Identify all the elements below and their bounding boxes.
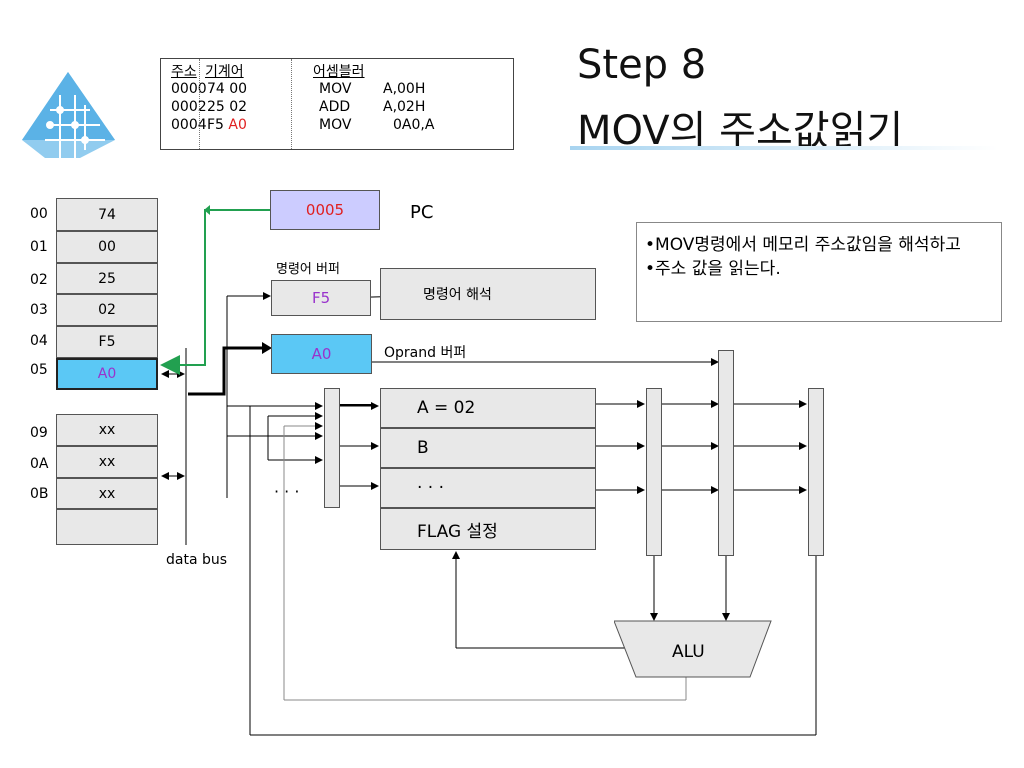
row-code: 74 00 (207, 81, 248, 97)
row-code: 25 02 (207, 99, 248, 115)
description-note: •MOV명령에서 메모리 주소값임을 해석하고 •주소 값을 읽는다. (636, 222, 1002, 322)
mem-cell-05-highlighted: A0 (56, 358, 158, 390)
alu-label: ALU (672, 642, 705, 662)
mem-addr-03: 03 (30, 302, 48, 318)
header-machine-code: 기계어 (205, 64, 244, 80)
mem-addr-01: 01 (30, 239, 48, 255)
register-b: B (380, 428, 596, 468)
mem-cell-04: F5 (56, 326, 158, 358)
table-row: 0002 25 02 ADD A,02H (161, 99, 513, 116)
row-address: 0002 (171, 99, 207, 115)
instruction-buffer: F5 (271, 280, 371, 316)
note-line-1: •MOV명령에서 메모리 주소값임을 해석하고 (645, 235, 961, 255)
mem-addr-02: 02 (30, 272, 48, 288)
mem-cell-00: 74 (56, 198, 158, 231)
table-row: 0004 F5 A0 MOV 0A0,A (161, 117, 513, 134)
row-operand: A,02H (383, 99, 426, 115)
pc-label: PC (410, 202, 434, 223)
mem-addr-0B: 0B (30, 486, 49, 502)
header-address: 주소 (171, 64, 197, 80)
mem-addr-00: 00 (30, 206, 48, 222)
table-row: 0000 74 00 MOV A,00H (161, 81, 513, 98)
mem-cell-09: xx (56, 414, 158, 446)
header-assembler: 어셈블러 (313, 64, 365, 80)
mem-addr-0A: 0A (30, 456, 49, 472)
alu-input-mux (808, 388, 824, 556)
register-mux (324, 388, 340, 508)
register-a: A = 02 (380, 388, 596, 428)
flag-register: FLAG 설정 (380, 508, 596, 550)
mem-addr-05: 05 (30, 362, 48, 378)
operand-buffer: A0 (271, 334, 372, 374)
mem-cell-02: 25 (56, 263, 158, 294)
title-underline (570, 146, 998, 150)
operand-buffer-label: Oprand 버퍼 (384, 345, 467, 361)
register-output-mux (646, 388, 662, 556)
assembly-table: 주소 기계어 어셈블러 0000 74 00 MOV A,00H 0002 25… (160, 58, 514, 150)
row-mnemonic: MOV (319, 81, 352, 97)
data-bus-label: data bus (166, 552, 228, 568)
mem-addr-09: 09 (30, 425, 48, 441)
register-others: · · · (380, 468, 596, 508)
operand-mux (718, 350, 734, 556)
row-address: 0004 (171, 117, 207, 133)
mem-cell-0A: xx (56, 446, 158, 478)
mem-cell-0B: xx (56, 478, 158, 509)
circuit-logo-icon (20, 70, 120, 160)
program-counter: 0005 (270, 190, 380, 230)
row-code: F5 A0 (207, 117, 247, 133)
page-title: Step 8 (577, 42, 707, 88)
note-line-2: •주소 값을 읽는다. (645, 259, 781, 279)
instruction-decoder: 명령어 해석 (380, 268, 596, 320)
row-mnemonic: ADD (319, 99, 351, 115)
row-operand: A,00H (383, 81, 426, 97)
mem-cell-01: 00 (56, 231, 158, 263)
mem-addr-04: 04 (30, 333, 48, 349)
instr-buffer-label: 명령어 버퍼 (276, 262, 340, 277)
row-mnemonic: MOV (319, 117, 352, 133)
mem-cell-03: 02 (56, 294, 158, 326)
alu-unit: ALU (614, 620, 772, 678)
more-inputs-dots: · · · (274, 482, 300, 501)
row-address: 0000 (171, 81, 207, 97)
row-operand: 0A0,A (393, 117, 435, 133)
mem-cell-empty (56, 509, 158, 545)
